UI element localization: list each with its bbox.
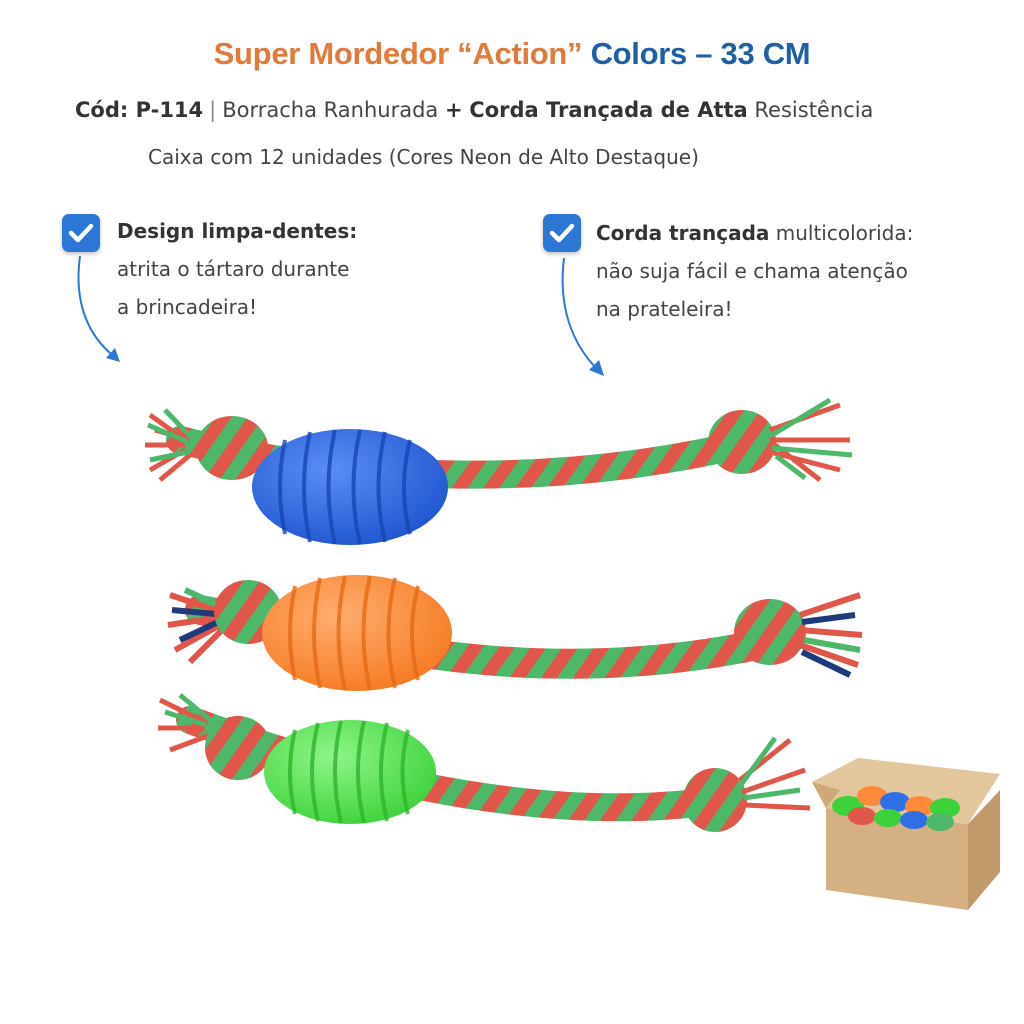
rope-knot — [734, 599, 806, 665]
feature-line: atrita o tártaro durante — [117, 257, 350, 281]
toy-orange — [167, 575, 863, 691]
rope-fringe-left — [158, 693, 212, 753]
feature-line: na prateleira! — [596, 297, 733, 321]
rubber-ball — [264, 720, 436, 824]
plus-sign: + — [444, 98, 463, 122]
ball-grooves — [288, 575, 420, 691]
rubber-ball — [252, 429, 448, 545]
product-title: Super Mordedor “Action” Colors – 33 CM — [0, 36, 1024, 72]
rope-fringe-right — [799, 592, 863, 678]
curved-arrow-icon — [561, 257, 604, 376]
rope-knot — [683, 768, 747, 832]
rope-fringe-left — [167, 587, 225, 665]
feature-heading: Corda trançada — [596, 221, 770, 245]
rope-text: Corda Trançada de Atta — [469, 98, 748, 122]
rope-fringe-right — [737, 736, 811, 811]
check-icon — [62, 214, 100, 252]
title-part-1: Super Mordedor “Action” — [213, 36, 583, 71]
toy-blue — [145, 397, 853, 545]
product-code: Cód: P-114 — [75, 98, 204, 122]
rubber-ball — [262, 575, 452, 691]
rope-fringe-right — [769, 397, 853, 482]
feature-braided-rope: Corda trançada multicolorida: não suja f… — [596, 214, 913, 328]
feature-heading: Design limpa-dentes: — [117, 219, 358, 243]
check-icon — [543, 214, 581, 252]
material-text: Borracha Ranhurada — [222, 98, 439, 122]
rope-knot — [708, 410, 776, 474]
ball-grooves — [288, 720, 410, 824]
title-part-2: Colors – 33 CM — [590, 36, 811, 71]
resistance-text: Resistência — [754, 98, 874, 122]
feature-teeth-cleaning: Design limpa-dentes: atrita o tártaro du… — [117, 212, 357, 326]
feature-line: a brincadeira! — [117, 295, 258, 319]
cardboard-box — [812, 758, 1000, 910]
feature-heading-rest: multicolorida: — [775, 221, 914, 245]
feature-line: não suja fácil e chama atenção — [596, 259, 908, 283]
box-info-line: Caixa com 12 unidades (Cores Neon de Alt… — [148, 145, 699, 169]
rope-fringe-left — [145, 408, 194, 482]
ball-grooves — [278, 429, 412, 545]
separator: | — [209, 98, 217, 122]
curved-arrow-icon — [77, 255, 120, 362]
rope-knot — [196, 416, 268, 480]
product-info-line: Cód: P-114|Borracha Ranhurada + Corda Tr… — [75, 98, 873, 122]
toy-green — [158, 693, 811, 832]
rope-knot — [205, 716, 271, 780]
box-contents — [832, 786, 960, 831]
